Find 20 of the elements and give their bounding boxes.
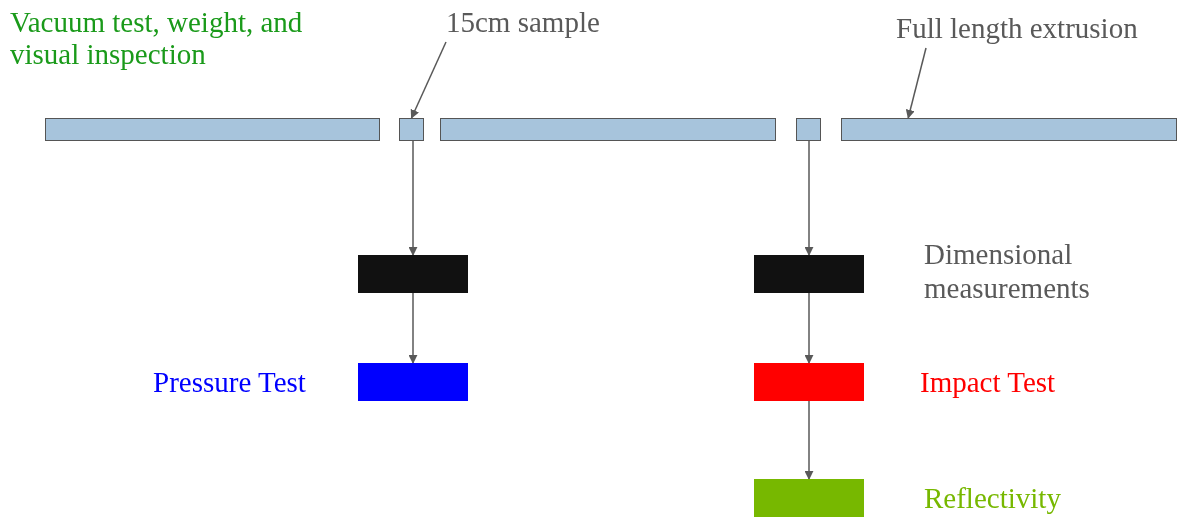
annotation-text: Full length extrusion <box>896 12 1196 48</box>
annotation-text: 15cm sample <box>446 6 638 42</box>
arrow <box>408 140 418 256</box>
arrow <box>408 292 418 364</box>
step-label: Impact Test <box>920 365 1056 399</box>
extrusion-bar <box>45 118 380 141</box>
step-label: Pressure Test <box>153 365 306 399</box>
arrow <box>804 400 814 480</box>
arrow <box>905 47 927 119</box>
extrusion-bar <box>440 118 776 141</box>
note-text: Vacuum test, weight, and visual inspection <box>10 6 304 70</box>
arrow <box>804 140 814 256</box>
arrow <box>804 292 814 364</box>
extrusion-bar <box>796 118 821 141</box>
sample-box <box>358 255 468 293</box>
extrusion-bar <box>399 118 424 141</box>
step-label: Dimensional measurements <box>924 237 1091 305</box>
extrusion-bar <box>841 118 1177 141</box>
arrow <box>410 41 447 119</box>
step-label: Reflectivity <box>924 481 1061 515</box>
